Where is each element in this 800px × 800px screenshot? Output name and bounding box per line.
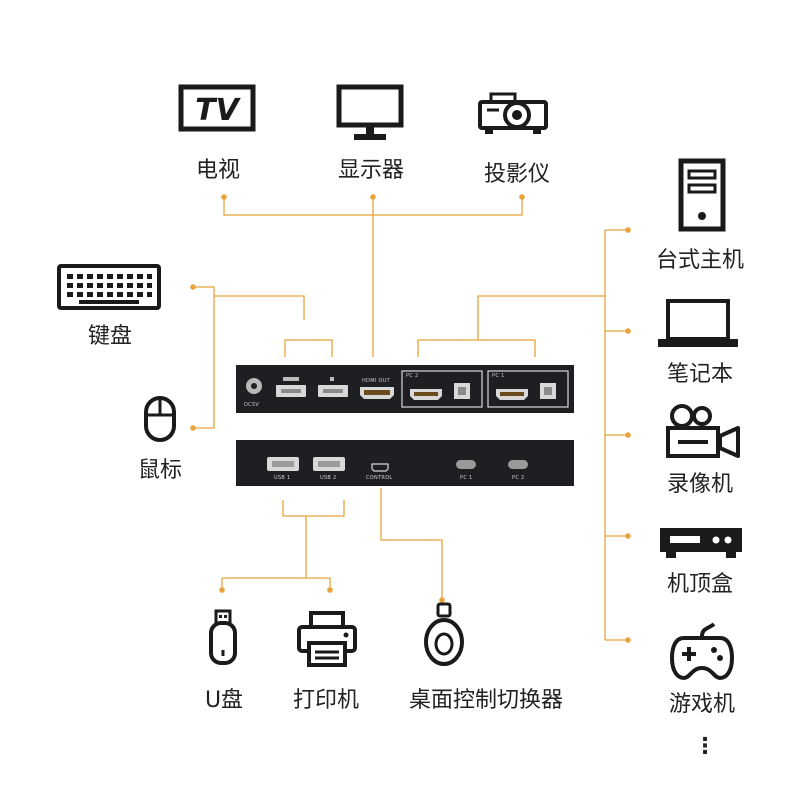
- printer-label: 打印机: [292, 688, 360, 713]
- pc1-back-label: PC 1: [492, 373, 505, 379]
- keyboard-label: 键盘: [87, 324, 133, 349]
- usb-drive-label: U盘: [204, 688, 244, 713]
- pc2-front-label: PC 2: [512, 475, 525, 481]
- desk-switch-label: 桌面控制切换器: [408, 688, 564, 713]
- monitor-label: 显示器: [337, 158, 405, 183]
- wire-km-hub: [214, 295, 305, 320]
- front-usb1-label: USB 1: [274, 475, 291, 481]
- gamepad-label: 游戏机: [668, 692, 736, 717]
- kvm-front-panel: USB 1 USB 2 CONTROL PC 1 PC 2: [236, 440, 574, 486]
- tv-icon-text: TV: [195, 93, 241, 128]
- laptop-icon: [658, 299, 738, 347]
- wire-pcs: [477, 295, 605, 357]
- wire-km-ports: [284, 339, 333, 357]
- mouse-label: 鼠标: [137, 458, 183, 483]
- hdmi-out-label: HDMI OUT: [362, 378, 391, 384]
- keyboard-icon: [57, 264, 161, 310]
- wire-control: [380, 488, 443, 600]
- wire-usb: [282, 500, 345, 517]
- wire-keyboard: [193, 286, 215, 429]
- front-usb2-label: USB 2: [320, 475, 337, 481]
- pc1-front-label: PC 1: [460, 475, 473, 481]
- set-top-box-icon: [660, 528, 742, 558]
- projector-icon: [478, 92, 548, 134]
- settop-label: 机顶盒: [666, 572, 734, 597]
- mouse-icon: [144, 396, 176, 442]
- monitor-icon: [336, 84, 404, 140]
- printer-icon: [297, 611, 357, 667]
- more-indicator: ⋮: [694, 734, 716, 759]
- gamepad-icon: [670, 622, 734, 681]
- camcorder-label: 录像机: [666, 472, 734, 497]
- power-label: DC5V: [244, 402, 260, 408]
- projector-label: 投影仪: [483, 162, 551, 187]
- usb-drive-icon: [209, 609, 237, 665]
- desktop-label: 台式主机: [655, 248, 745, 273]
- kvm-back-panel: DC5V HDMI OUT PC 2 PC 1: [236, 365, 574, 413]
- desk-switch-remote-icon: [424, 602, 464, 666]
- pc2-back-label: PC 2: [406, 373, 419, 379]
- tv-label: 电视: [195, 158, 241, 183]
- camcorder-icon: [666, 404, 740, 458]
- pc2-select-button: [508, 460, 528, 469]
- desktop-tower-icon: [678, 158, 726, 232]
- control-label: CONTROL: [366, 475, 393, 481]
- tv-icon: TV: [178, 84, 256, 132]
- control-port: [371, 463, 389, 472]
- pc1-select-button: [456, 460, 476, 469]
- laptop-label: 笔记本: [666, 362, 734, 387]
